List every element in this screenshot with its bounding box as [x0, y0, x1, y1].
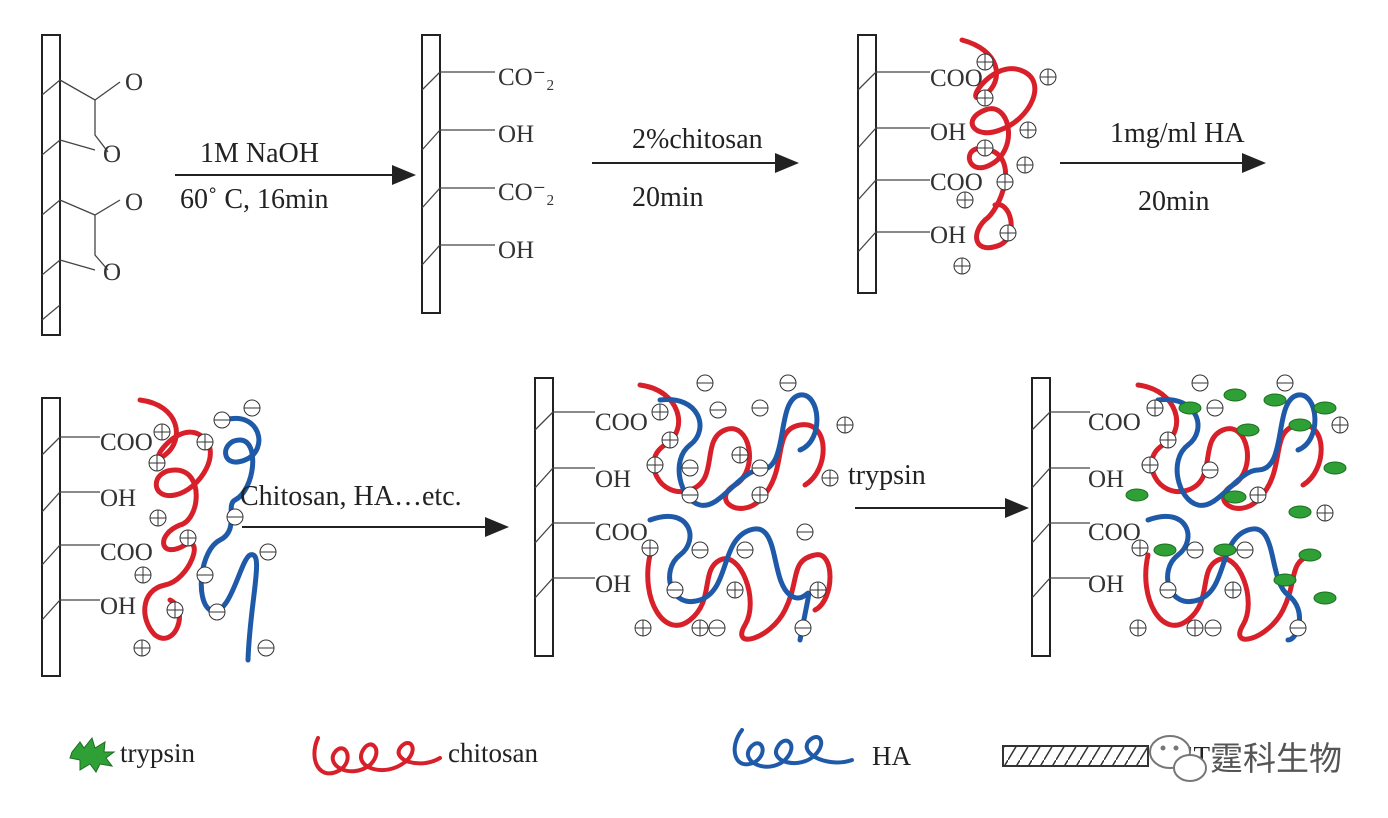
legend: trypsin chitosan HA PET [69, 728, 1211, 776]
surface-bonds [857, 71, 930, 253]
chitosan-legend-icon [312, 736, 442, 776]
step5-group-3: COO [595, 519, 648, 546]
arrow-chitosan-bottom-label: 20min [632, 182, 704, 213]
step5-group-4: OH [595, 571, 631, 598]
step1-pet-surface: O O O O [41, 34, 143, 336]
step6-surface: COO OH COO OH [1031, 374, 1349, 657]
ha-chains [647, 392, 820, 643]
step1-group-2: O [103, 141, 121, 168]
step6-group-2: OH [1088, 466, 1124, 493]
step6-group-1: COO [1088, 409, 1141, 436]
step3-group-4: OH [930, 222, 966, 249]
arrow-ha: 1mg/ml HA 20min [1060, 118, 1266, 217]
legend-ha-label: HA [872, 741, 911, 771]
pet-substrate [421, 34, 441, 314]
step5-group-1: COO [595, 409, 648, 436]
pet-substrate [41, 397, 61, 677]
step1-group-1: O [125, 69, 143, 96]
step2-surface: CO⁻₂ OH CO⁻₂ OH [421, 34, 555, 314]
arrow-trypsin-label: trypsin [848, 460, 926, 491]
step5-surface: COO OH COO OH [534, 374, 854, 657]
charges [634, 374, 854, 637]
charges [133, 399, 277, 657]
step6-group-3: COO [1088, 519, 1141, 546]
step2-group-3: CO⁻₂ [498, 179, 555, 206]
step4-group-2: OH [100, 485, 136, 512]
step3-group-2: OH [930, 119, 966, 146]
step5-group-2: OH [595, 466, 631, 493]
ha-legend-icon [732, 728, 854, 769]
step3-surface: COO OH COO OH [857, 34, 1057, 294]
wechat-icon [1149, 735, 1207, 782]
step4-group-4: OH [100, 593, 136, 620]
arrow-multilayer: Chitosan, HA…etc. [240, 481, 509, 537]
chitosan-chains [637, 382, 833, 642]
arrow-naoh-bottom-label: 60˚ C, 16min [180, 184, 329, 215]
pet-substrate [41, 34, 61, 336]
arrow-chitosan-top-label: 2%chitosan [632, 124, 763, 155]
ha-chains [1145, 392, 1318, 643]
pet-substrate [857, 34, 877, 294]
arrow-chitosan: 2%chitosan 20min [592, 124, 799, 213]
positive-charges [953, 53, 1057, 275]
surface-bonds [41, 436, 100, 621]
step4-group-3: COO [100, 539, 153, 566]
pet-legend-icon [1002, 745, 1149, 767]
arrow-trypsin: trypsin [848, 460, 1029, 518]
arrow-multilayer-label: Chitosan, HA…etc. [240, 481, 462, 512]
watermark: 霆科生物 [1149, 735, 1342, 782]
arrow-naoh: 1M NaOH 60˚ C, 16min [175, 138, 416, 215]
step4-group-1: COO [100, 429, 153, 456]
step3-group-3: COO [930, 169, 983, 196]
pet-substrate [1031, 377, 1051, 657]
step4-surface: COO OH COO OH [41, 397, 277, 677]
arrow-naoh-top-label: 1M NaOH [200, 138, 319, 169]
surface-hatching [41, 79, 61, 321]
surface-bonds [1031, 411, 1090, 599]
trypsin-molecules [1125, 388, 1347, 605]
arrow-ha-top-label: 1mg/ml HA [1110, 118, 1245, 149]
legend-trypsin-label: trypsin [120, 738, 196, 768]
trypsin-legend-icon [69, 736, 116, 773]
pet-substrate [534, 377, 554, 657]
legend-chitosan-label: chitosan [448, 738, 538, 768]
chitosan-chain [137, 397, 213, 641]
watermark-text: 霆科生物 [1210, 739, 1342, 778]
surface-bonds [534, 411, 595, 599]
charges [1129, 374, 1349, 637]
chitosan-chain [959, 37, 1038, 251]
anhydride-bonds [59, 79, 121, 271]
arrow-ha-bottom-label: 20min [1138, 186, 1210, 217]
step2-group-4: OH [498, 237, 534, 264]
step2-group-1: CO⁻₂ [498, 64, 555, 91]
step1-group-3: O [125, 189, 143, 216]
surface-bonds [421, 71, 495, 266]
step3-group-1: COO [930, 65, 983, 92]
step1-group-4: O [103, 259, 121, 286]
step6-group-4: OH [1088, 571, 1124, 598]
step2-group-2: OH [498, 121, 534, 148]
